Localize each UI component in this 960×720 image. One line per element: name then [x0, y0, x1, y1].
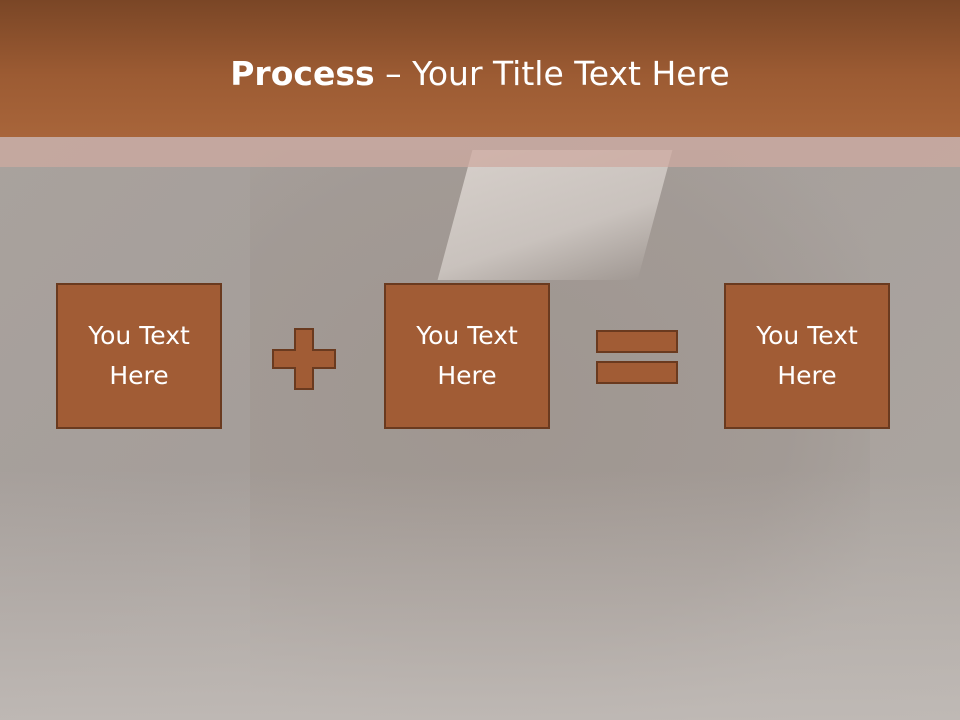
slide-title[interactable]: Process – Your Title Text Here — [0, 52, 960, 96]
process-box-1[interactable]: You Text Here — [56, 283, 222, 429]
background-fade — [0, 470, 960, 720]
title-rest: – Your Title Text Here — [374, 54, 730, 93]
title-bar-strip — [0, 137, 960, 167]
equals-icon — [596, 330, 678, 384]
process-box-3[interactable]: You Text Here — [724, 283, 890, 429]
background-collar-shape — [437, 150, 673, 280]
process-box-3-text: You Text Here — [756, 321, 858, 390]
process-box-2[interactable]: You Text Here — [384, 283, 550, 429]
title-bar — [0, 0, 960, 137]
process-box-2-text: You Text Here — [416, 321, 518, 390]
plus-icon — [272, 328, 336, 390]
process-box-1-text: You Text Here — [88, 321, 190, 390]
title-bold: Process — [230, 54, 375, 93]
